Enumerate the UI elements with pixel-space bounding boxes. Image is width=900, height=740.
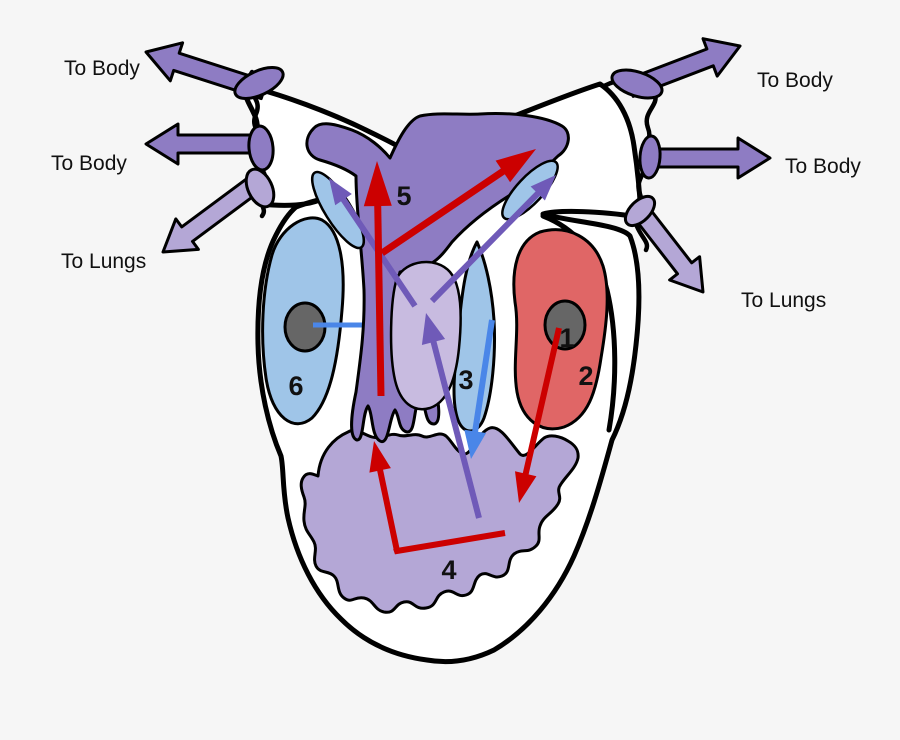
left-vessel-valve-mid [247, 124, 275, 172]
label-to-body-top-right: To Body [757, 69, 833, 92]
region-number-1: 1 [559, 323, 574, 353]
region-4-ventricle [299, 426, 580, 614]
region-number-6: 6 [288, 371, 303, 401]
right-vessel-valve-top [610, 68, 664, 100]
to-lungs-arrow-right [635, 209, 705, 294]
red-flow-arrow-elbow-up [369, 441, 400, 552]
to-lungs-arrow-left [161, 177, 259, 254]
red-flow-arrow-node1-down [515, 327, 562, 503]
region-number-3: 3 [458, 365, 473, 395]
right-vessel-valve-lungs [623, 194, 657, 228]
purple-flow-arrow-center-up [421, 313, 482, 519]
region-number-2: 2 [578, 361, 593, 391]
to-body-arrow-mid-left [144, 122, 258, 166]
red-flow-arrow-diagonal [380, 149, 536, 256]
label-to-body-mid-right: To Body [785, 155, 861, 178]
region-number-5: 5 [396, 181, 411, 211]
left-vessel-valve-top [233, 66, 285, 100]
label-to-body-top-left: To Body [64, 57, 140, 80]
region-number-4: 4 [441, 555, 456, 585]
to-body-arrow-mid-right [652, 136, 772, 180]
label-to-lungs-right: To Lungs [741, 289, 826, 312]
left-vessel-valve-lungs [244, 167, 276, 209]
label-to-lungs-left: To Lungs [61, 250, 146, 273]
blue-flow-arrow-region3-down [464, 319, 495, 459]
purple-flow-arrow-right-sliver [429, 175, 556, 304]
right-blue-sliver [501, 159, 559, 221]
right-vessel-valve-mid [638, 134, 662, 180]
label-to-body-mid-left: To Body [51, 152, 127, 175]
red-flow-arrow-up-trunk [363, 161, 392, 397]
